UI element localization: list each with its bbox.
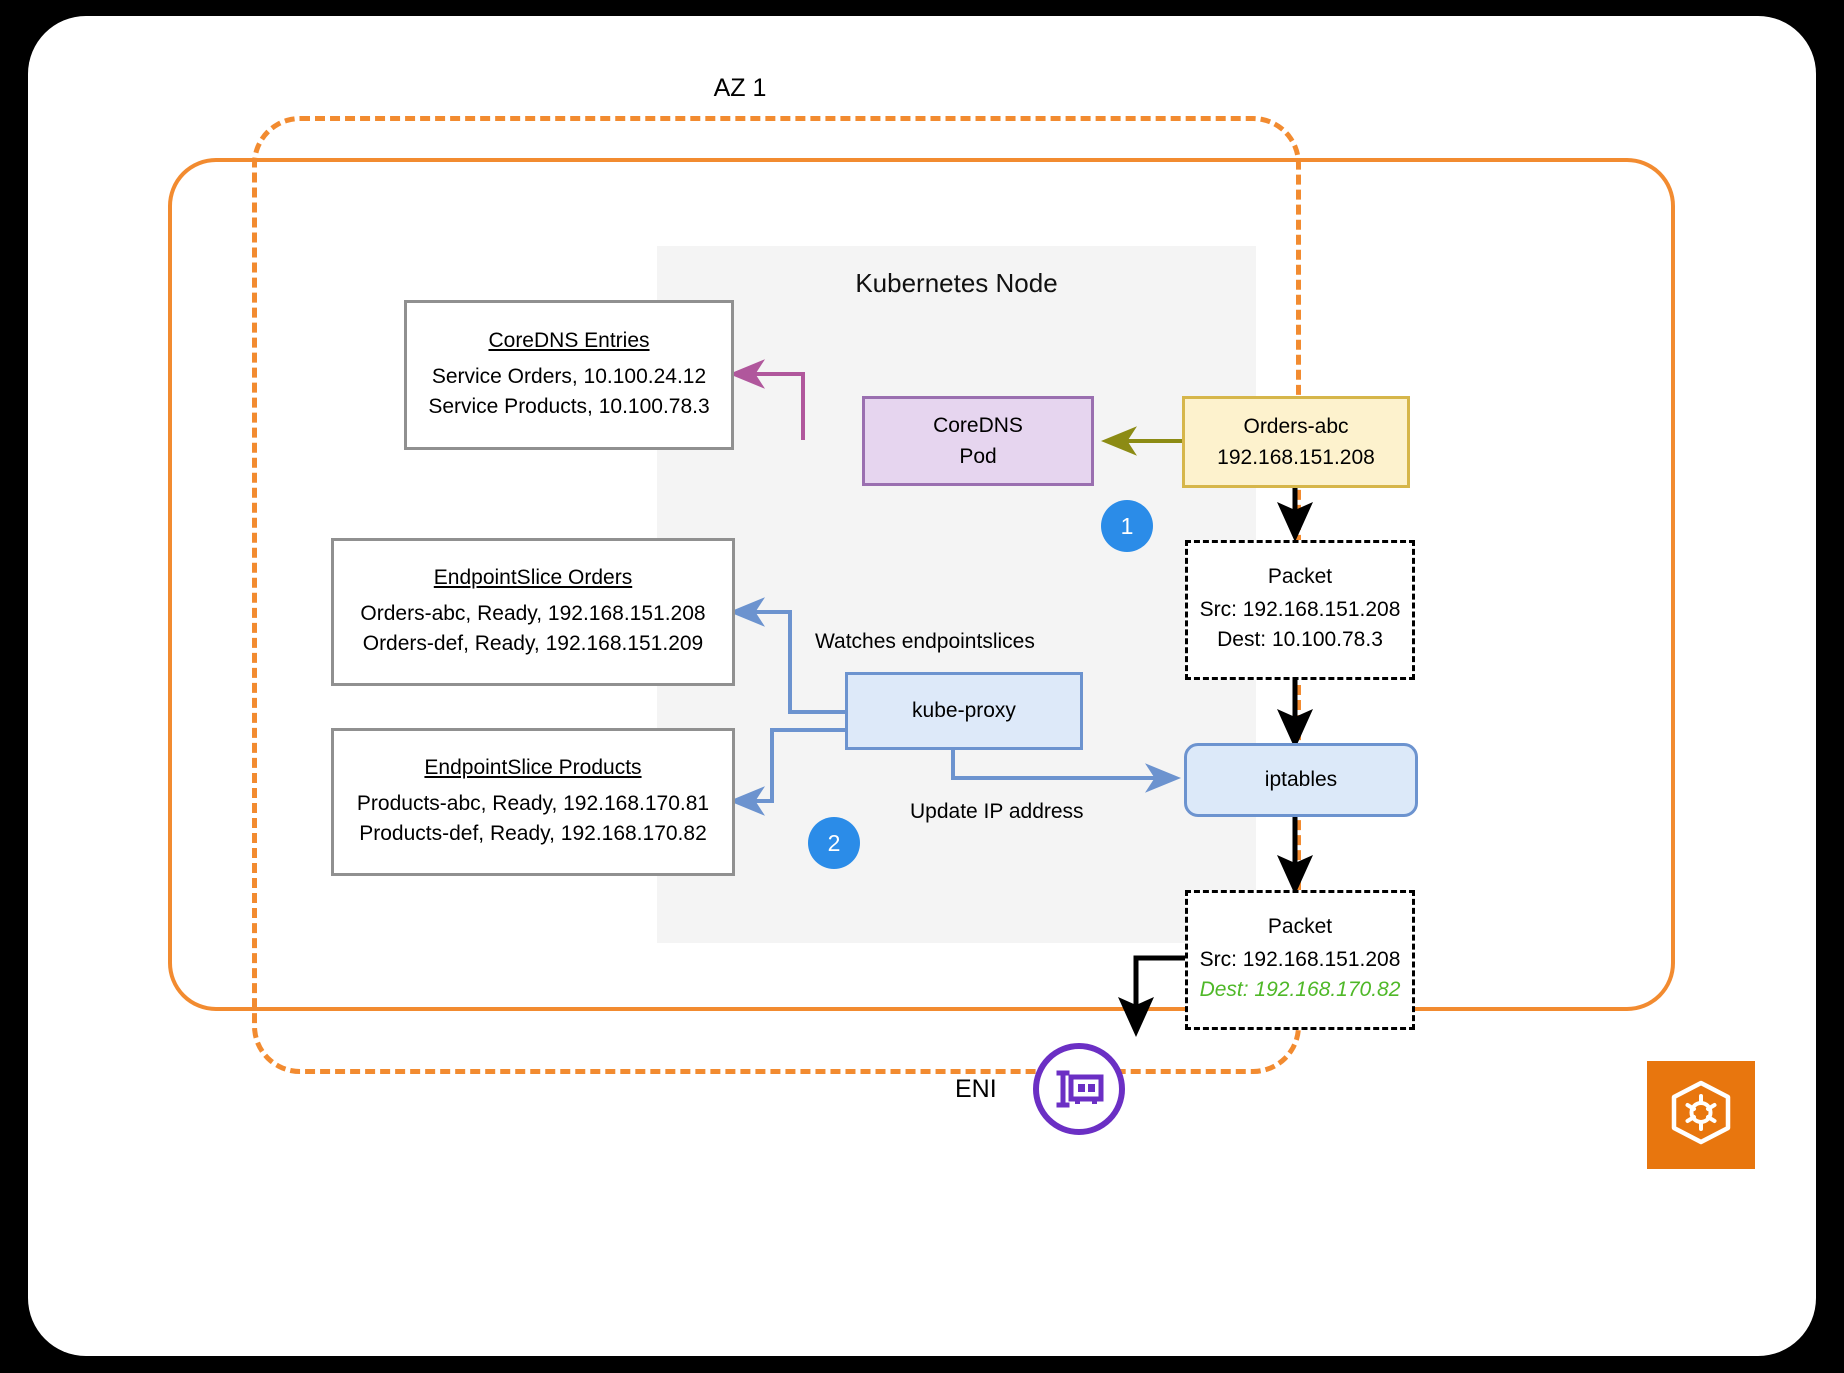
kubernetes-node-title: Kubernetes Node [855,268,1058,298]
network-card-icon [1056,1070,1104,1108]
kubernetes-logo-tile [1647,1061,1755,1169]
kubernetes-node-panel [657,246,1256,943]
coredns-pod-line1: CoreDNS [933,413,1023,437]
kube-proxy-box[interactable]: kube-proxy [845,672,1083,750]
coredns-entries-row: Service Products, 10.100.78.3 [428,394,710,418]
coredns-entries-box: CoreDNS Entries Service Orders, 10.100.2… [404,300,734,450]
packet-before-src: Src: 192.168.151.208 [1199,597,1401,621]
packet-before-title: Packet [1267,564,1333,588]
endpointslice-orders-row: Orders-abc, Ready, 192.168.151.208 [360,601,706,625]
endpointslice-orders-row: Orders-def, Ready, 192.168.151.209 [362,631,704,655]
packet-after-dest: Dest: 192.168.170.82 [1199,978,1401,1001]
step-badge-1: 1 [1101,500,1153,552]
packet-after-box: Packet Src: 192.168.151.208 Dest: 192.16… [1185,890,1415,1030]
iptables-box[interactable]: iptables [1184,743,1418,817]
packet-before-dest: Dest: 10.100.78.3 [1217,628,1383,651]
coredns-pod-box[interactable]: CoreDNS Pod [862,396,1094,486]
kube-proxy-label: kube-proxy [912,699,1016,723]
coredns-entries-title: CoreDNS Entries [488,328,650,352]
packet-after-title: Packet [1267,914,1333,938]
endpointslice-products-row: Products-abc, Ready, 192.168.170.81 [356,791,710,815]
kubernetes-icon [1671,1080,1731,1145]
packet-before-box: Packet Src: 192.168.151.208 Dest: 10.100… [1185,540,1415,680]
orders-pod-name: Orders-abc [1243,414,1349,438]
orders-pod-box[interactable]: Orders-abc 192.168.151.208 [1182,396,1410,488]
step-badge-2: 2 [808,817,860,869]
endpointslice-orders-box: EndpointSlice Orders Orders-abc, Ready, … [331,538,735,686]
update-ip-address-label: Update IP address [910,800,1084,823]
watches-endpointslices-label: Watches endpointslices [815,630,1035,653]
az-label: AZ 1 [713,74,767,102]
coredns-pod-line2: Pod [959,445,997,468]
packet-after-src: Src: 192.168.151.208 [1199,947,1401,971]
eni-icon [1033,1043,1125,1135]
vpc-boundary [168,158,1675,1011]
orders-pod-ip: 192.168.151.208 [1217,446,1375,469]
endpointslice-products-box: EndpointSlice Products Products-abc, Rea… [331,728,735,876]
endpointslice-products-row: Products-def, Ready, 192.168.170.82 [359,821,707,845]
eni-label: ENI [955,1075,997,1103]
endpointslice-products-title: EndpointSlice Products [424,755,642,779]
iptables-label: iptables [1264,768,1338,792]
endpointslice-orders-title: EndpointSlice Orders [433,565,633,589]
coredns-entries-row: Service Orders, 10.100.24.12 [431,364,707,388]
